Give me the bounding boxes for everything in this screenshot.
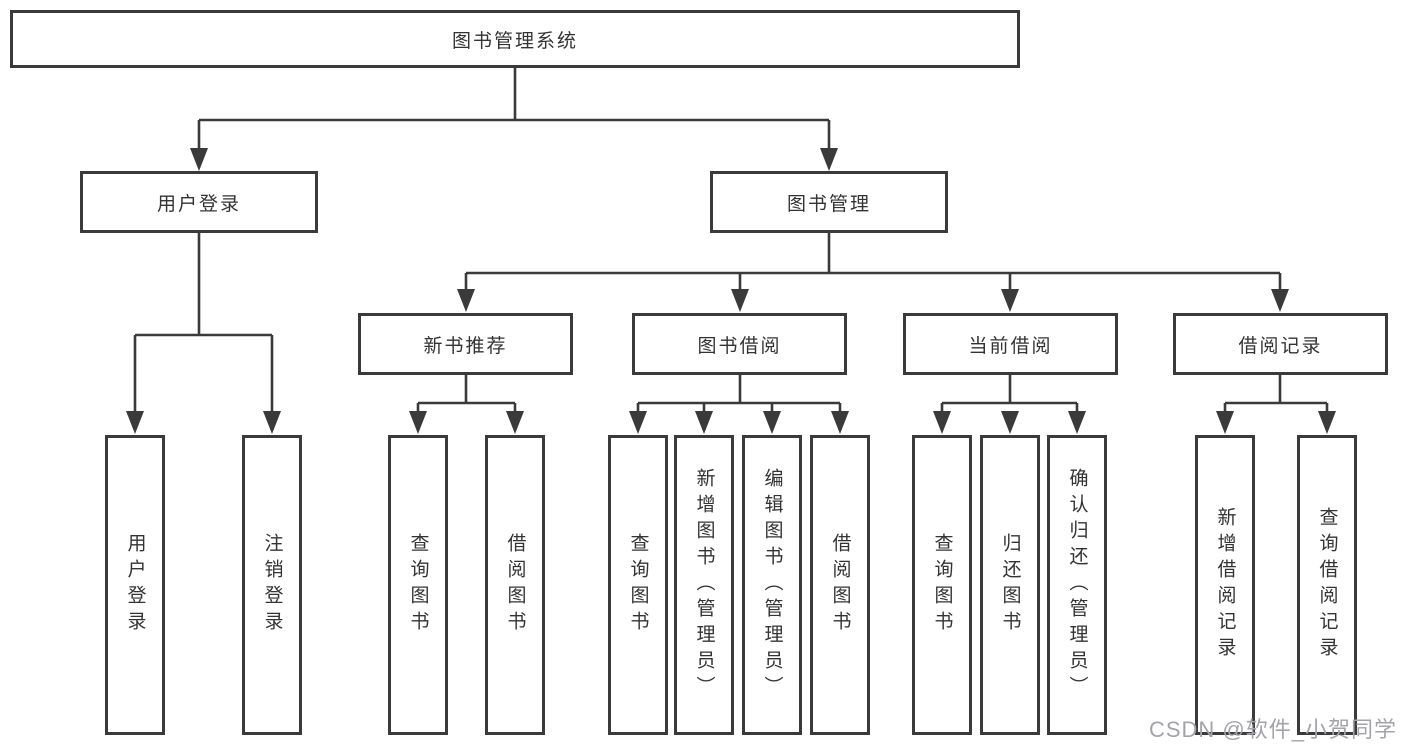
leaf-logout: 注销登录 [242,435,302,735]
node-root: 图书管理系统 [10,10,1020,68]
leaf-query-books-recommend: 查询图书 [388,435,448,735]
leaf-add-book-admin: 新增图书（管理员） [674,435,734,735]
leaf-borrow-books-recommend: 借阅图书 [485,435,545,735]
leaf-query-books-borrow: 查询图书 [608,435,668,735]
leaf-confirm-return-admin: 确认归还（管理员） [1047,435,1107,735]
leaf-return-book: 归还图书 [980,435,1040,735]
node-book-borrow: 图书借阅 [632,313,847,375]
leaf-add-borrow-record: 新增借阅记录 [1195,435,1255,735]
node-user-login: 用户登录 [80,171,318,233]
node-borrow-records: 借阅记录 [1173,313,1388,375]
node-book-management: 图书管理 [710,171,948,233]
leaf-edit-book-admin: 编辑图书（管理员） [742,435,802,735]
node-current-borrow: 当前借阅 [903,313,1118,375]
watermark: CSDN @软件_小贺同学 [1148,717,1397,742]
leaf-borrow-books: 借阅图书 [810,435,870,735]
leaf-query-books-current: 查询图书 [912,435,972,735]
leaf-query-borrow-record: 查询借阅记录 [1297,435,1357,735]
leaf-user-login: 用户登录 [105,435,165,735]
node-new-book-recommend: 新书推荐 [358,313,573,375]
